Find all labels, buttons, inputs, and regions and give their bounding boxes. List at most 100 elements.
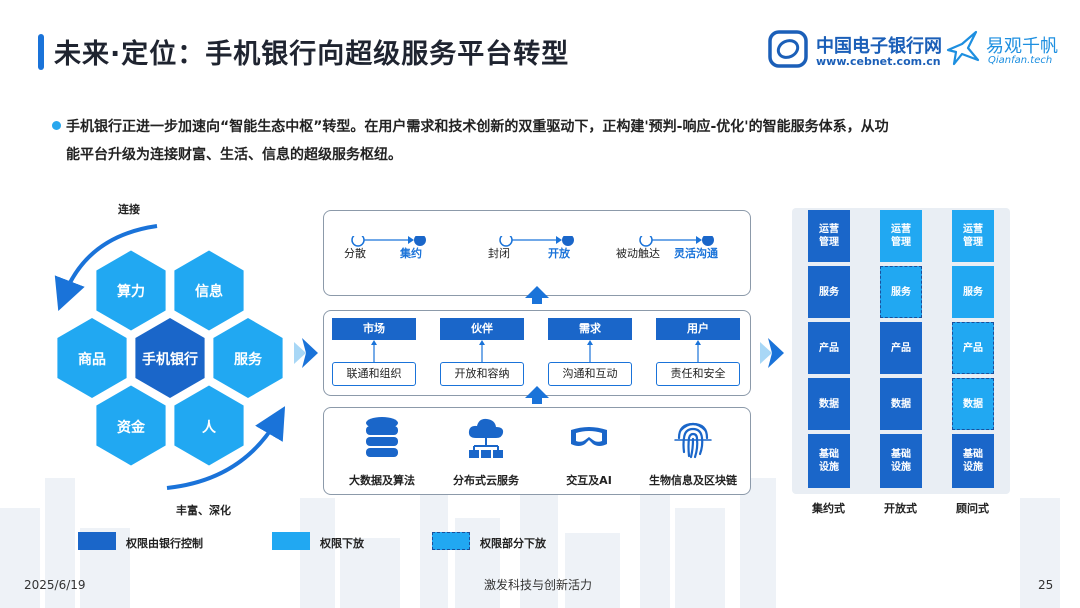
column-head: 伙伴 (440, 318, 524, 340)
stack-2-cell-0: 运营 管理 (952, 210, 994, 262)
stack-0-cell-0: 运营 管理 (808, 210, 850, 262)
cebnet-logo-name: 中国电子银行网 (816, 36, 942, 57)
flow-arrow-graphic (499, 236, 574, 247)
column-sub: 开放和容纳 (440, 362, 524, 386)
stack-name-open: 开放式 (884, 502, 917, 515)
arrow-up-small-icon (371, 340, 377, 362)
flow-item-1: 分散 集约 (342, 211, 442, 260)
tech-item-vr: 交互及AI (534, 412, 644, 492)
arrow-up-icon (525, 286, 549, 304)
legend-label-partial: 权限部分下放 (480, 537, 546, 550)
intro-line-2: 能平台升级为连接财富、生活、信息的超级服务枢纽。 (66, 147, 402, 163)
hex-item-1-label: 信息 (195, 284, 223, 301)
intro-paragraph: 手机银行正进一步加速向“智能生态中枢”转型。在用户需求和技术创新的双重驱动下，正… (66, 113, 1026, 169)
legend-swatch-bank-control (78, 532, 116, 550)
legend-label-delegated: 权限下放 (320, 537, 364, 550)
qianfan-logo-url: Qianfan.tech (988, 55, 1053, 66)
tech-item-cloud: 分布式云服务 (431, 412, 541, 492)
stack-2-cell-4: 基础 设施 (952, 434, 994, 488)
stack-name-centralized: 集约式 (812, 502, 845, 515)
flow-to: 开放 (548, 247, 570, 260)
flow-item-3: 被动触达 灵活沟通 (616, 211, 750, 260)
flow-from: 分散 (344, 247, 366, 260)
stack-1-cell-3: 数据 (880, 378, 922, 430)
intro-line-1: 手机银行正进一步加速向“智能生态中枢”转型。在用户需求和技术创新的双重驱动下，正… (66, 119, 889, 135)
hex-center (135, 318, 205, 398)
transformation-panel: 分散 集约 封闭 开放 被动触达 灵活沟通 (323, 210, 751, 296)
title-accent-bar (38, 34, 44, 70)
hex-center-label: 手机银行 (142, 352, 198, 368)
arrow-right-icon (760, 338, 784, 368)
cebnet-logo-icon (768, 30, 808, 68)
hex-item-4-label: 资金 (117, 419, 145, 436)
stack-2-cell-2: 产品 (952, 322, 994, 374)
legend-label-bank-control: 权限由银行控制 (126, 537, 203, 550)
hex-item-3 (174, 385, 244, 466)
column-head: 需求 (548, 318, 632, 340)
tech-label: 交互及AI (566, 474, 612, 487)
cloud-network-icon (468, 418, 504, 458)
flow-item-2: 封闭 开放 (488, 211, 590, 260)
hexagon-cluster: 连接 丰富、深化 手机银行算力信息服务人资金商品 (52, 200, 292, 520)
stack-2-cell-1: 服务 (952, 266, 994, 318)
stack-0-cell-2: 产品 (808, 322, 850, 374)
bullet-dot (52, 121, 61, 130)
connect-arc-arrow (54, 224, 158, 311)
flow-from: 封闭 (488, 247, 510, 260)
qianfan-logo-name: 易观千帆 (986, 36, 1058, 57)
vr-headset-icon (571, 427, 607, 446)
stack-1-cell-1: 服务 (880, 266, 922, 318)
arrow-up-icon (525, 386, 549, 404)
enrich-arc-arrow (166, 406, 286, 490)
tech-item-fingerprint: 生物信息及区块链 (638, 412, 748, 492)
column-head: 用户 (656, 318, 740, 340)
hex-item-2 (213, 318, 283, 398)
city-skyline-background (0, 458, 1060, 608)
enrich-label: 丰富、深化 (176, 504, 231, 517)
tech-label: 大数据及算法 (349, 474, 415, 487)
legend-swatch-partial (432, 532, 470, 550)
stack-1-cell-2: 产品 (880, 322, 922, 374)
hex-item-2-label: 服务 (234, 352, 262, 368)
column-user: 用户 责任和安全 (656, 318, 740, 390)
stack-2-cell-3: 数据 (952, 378, 994, 430)
hexagon-cluster-graphic (54, 224, 286, 490)
hex-item-0 (96, 250, 166, 331)
column-market: 市场 联通和组织 (332, 318, 416, 390)
hex-item-4 (96, 385, 166, 466)
arrow-right-icon (294, 338, 318, 368)
footer-slogan: 激发科技与创新活力 (484, 578, 593, 592)
column-head: 市场 (332, 318, 416, 340)
column-demand: 需求 沟通和互动 (548, 318, 632, 390)
column-sub: 联通和组织 (332, 362, 416, 386)
legend-swatch-delegated (272, 532, 310, 550)
stack-1-cell-4: 基础 设施 (880, 434, 922, 488)
database-icon (366, 417, 398, 457)
hex-item-5-label: 商品 (78, 352, 106, 368)
hex-item-0-label: 算力 (117, 284, 145, 301)
flow-to: 灵活沟通 (674, 247, 718, 260)
stack-0-cell-4: 基础 设施 (808, 434, 850, 488)
tech-item-database: 大数据及算法 (327, 412, 437, 492)
page-number: 25 (1038, 578, 1054, 592)
arrow-up-small-icon (587, 340, 593, 362)
flow-from: 被动触达 (616, 247, 660, 260)
connect-label: 连接 (118, 203, 140, 216)
fingerprint-icon (674, 422, 712, 459)
arrow-up-small-icon (695, 340, 701, 362)
flow-arrow-graphic (639, 236, 714, 247)
column-sub: 沟通和互动 (548, 362, 632, 386)
tech-label: 分布式云服务 (453, 474, 519, 487)
stack-1-cell-0: 运营 管理 (880, 210, 922, 262)
qianfan-bird-icon (946, 30, 980, 66)
tech-label: 生物信息及区块链 (649, 474, 737, 487)
arrow-up-small-icon (479, 340, 485, 362)
flow-to: 集约 (400, 247, 422, 260)
hex-item-5 (57, 318, 127, 398)
column-sub: 责任和安全 (656, 362, 740, 386)
page-title: 未来·定位：手机银行向超级服务平台转型 (54, 39, 570, 70)
hex-item-1 (174, 250, 244, 331)
footer-date: 2025/6/19 (24, 578, 86, 592)
stack-0-cell-3: 数据 (808, 378, 850, 430)
flow-arrow-graphic (351, 236, 426, 247)
